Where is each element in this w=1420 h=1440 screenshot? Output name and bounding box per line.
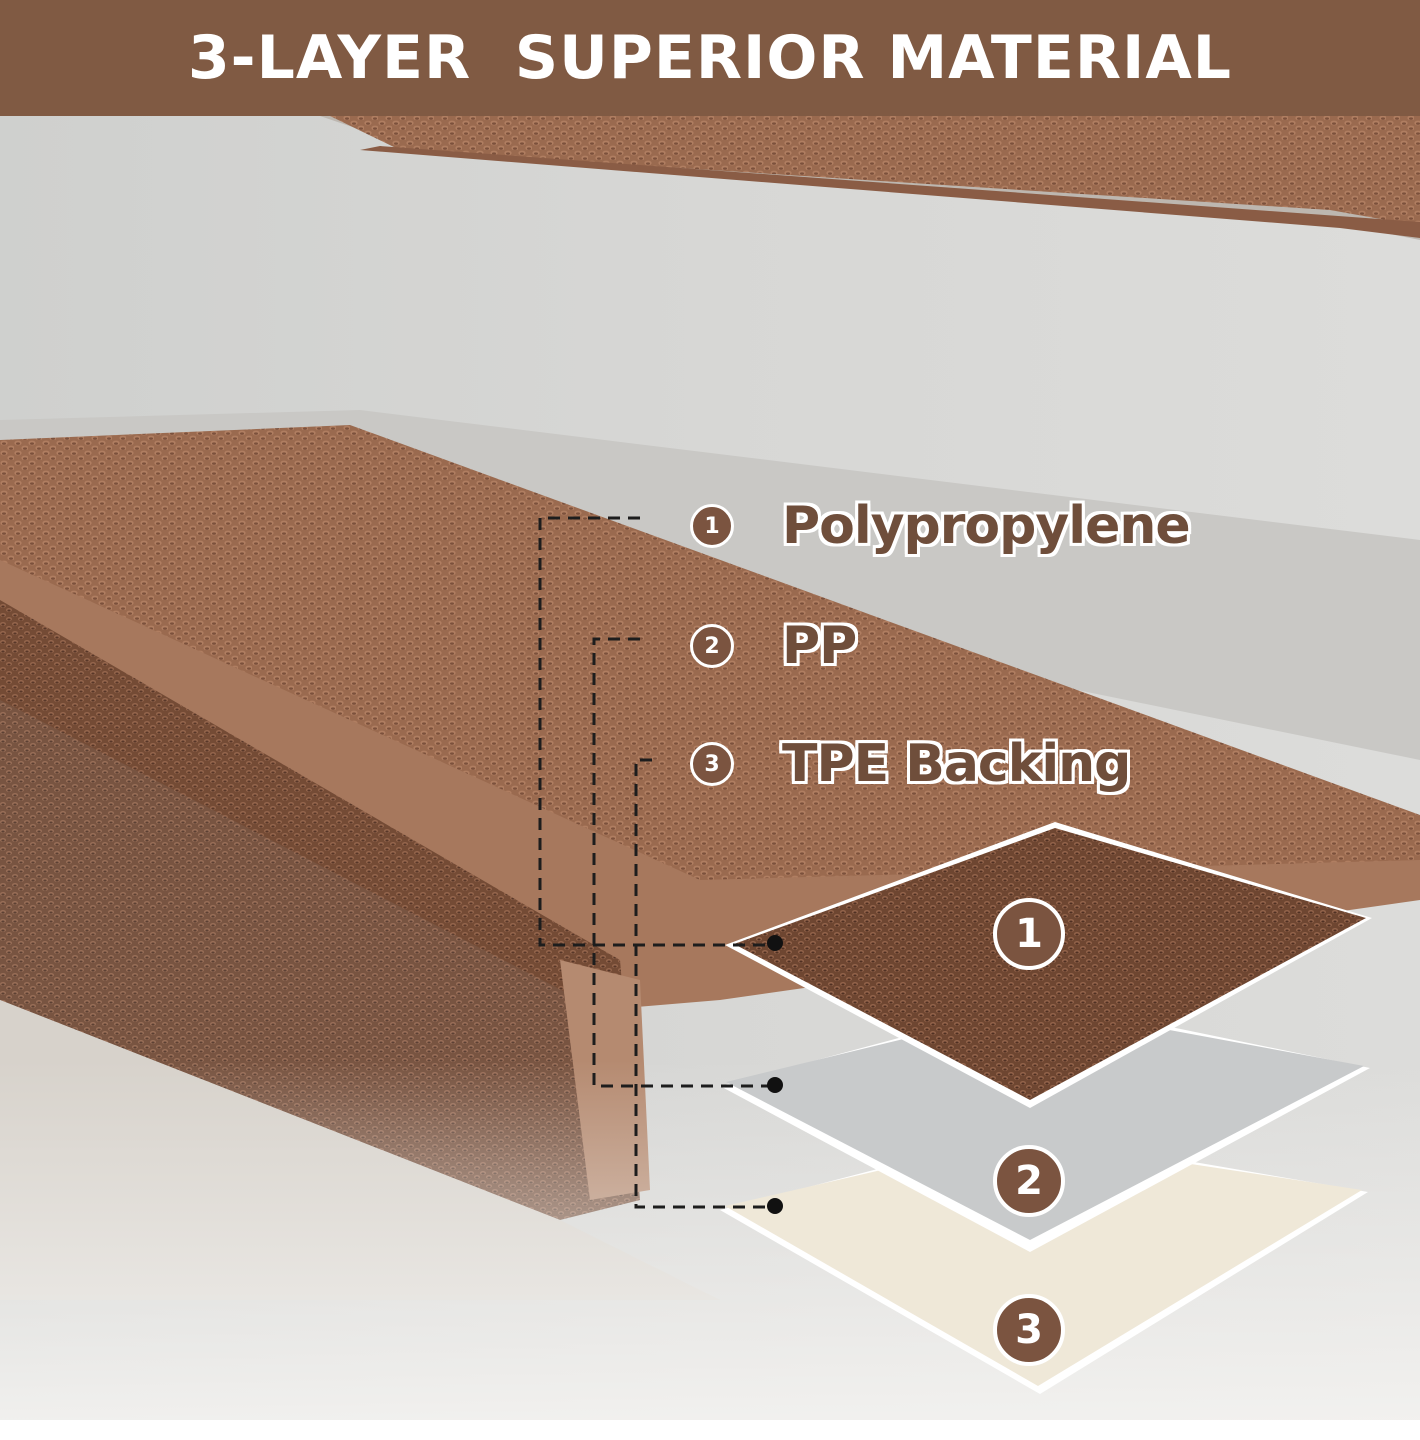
leader-dot-2 [767,1077,783,1093]
layer-label-3: 3 TPE Backing [690,734,1131,794]
label-text-2: PP [782,616,857,676]
leader-line-2 [592,637,775,1088]
stair-scene [0,116,1420,1440]
layer-3-tpe [720,1132,1368,1394]
leader-dot-1 [767,935,783,951]
leader-line-3 [634,758,775,1209]
layer-2-pp [720,1000,1370,1252]
layer-1-polypropylene [725,822,1372,1108]
label-badge-2: 2 [690,624,734,668]
banner-title: 3-LAYER SUPERIOR MATERIAL [187,23,1233,93]
leader-dot-3 [767,1198,783,1214]
label-badge-1: 1 [690,504,734,548]
layer-badge-1: 1 [993,898,1065,970]
upper-stair-tread [320,116,1420,240]
layer-badge-3: 3 [993,1294,1065,1366]
label-badge-3: 3 [690,742,734,786]
label-text-1: Polypropylene [782,496,1191,556]
leader-lines [538,516,775,1209]
leader-line-1 [538,516,775,947]
title-banner: 3-LAYER SUPERIOR MATERIAL [0,0,1420,116]
layer-label-2: 2 PP [690,616,857,676]
layer-label-1: 1 Polypropylene [690,496,1191,556]
label-text-3: TPE Backing [782,734,1131,794]
layer-badge-2: 2 [993,1145,1065,1217]
